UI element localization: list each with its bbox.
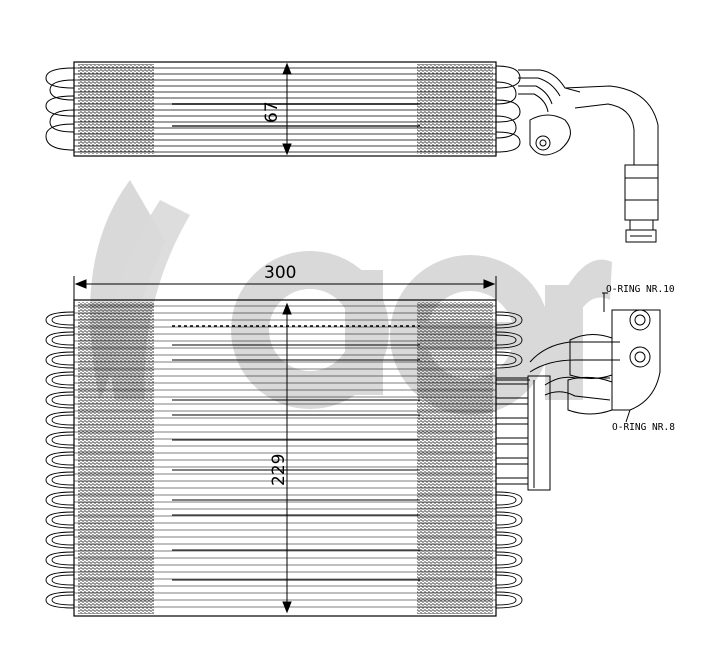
label-oring-upper: O-RING NR.10	[606, 284, 675, 295]
dimension-width: 300	[264, 263, 296, 283]
label-oring-lower: O-RING NR.8	[612, 422, 675, 433]
dimension-depth: 67	[262, 101, 282, 123]
dimension-height: 229	[269, 454, 289, 486]
front-view	[45, 276, 661, 617]
top-view	[45, 61, 659, 243]
